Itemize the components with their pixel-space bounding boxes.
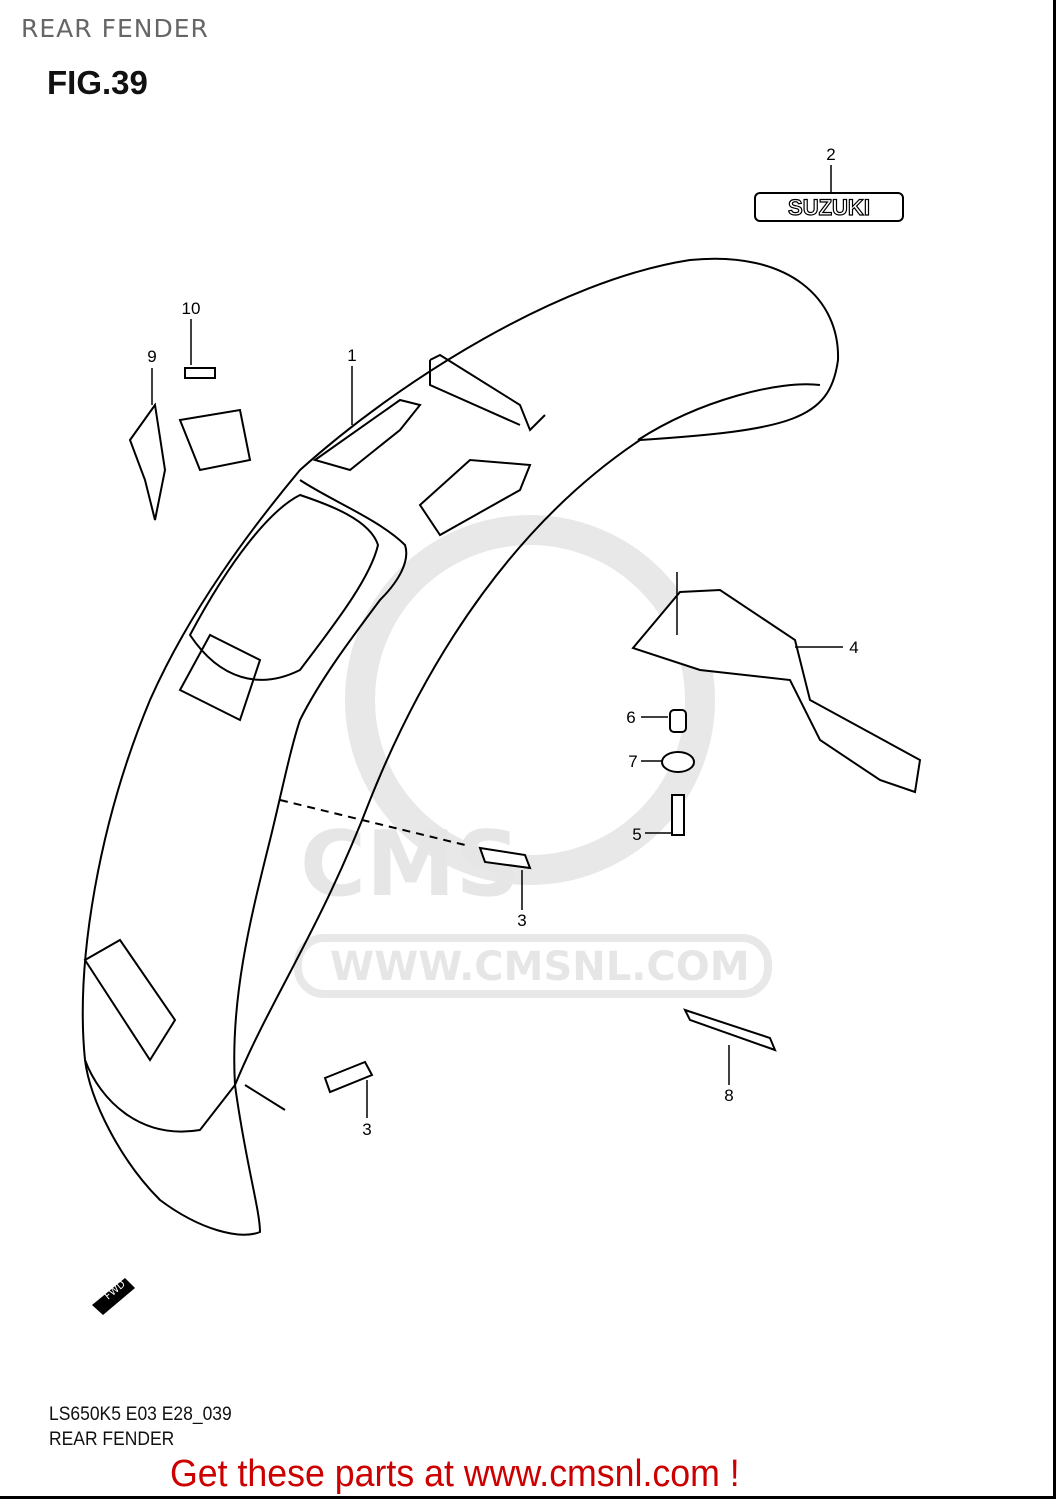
- promo-link[interactable]: Get these parts at www.cmsnl.com !: [170, 1453, 740, 1495]
- callout-1: 1: [347, 346, 356, 365]
- part-hardware: [128, 367, 777, 1094]
- callout-4: 4: [849, 638, 858, 657]
- watermark: CMS WWW.CMSNL.COM: [294, 515, 772, 998]
- page-title: REAR FENDER: [21, 14, 209, 43]
- callout-5: 5: [632, 825, 641, 844]
- part-bolt-3a: [478, 846, 532, 870]
- leader-lines: [151, 165, 843, 1118]
- emblem-text: SUZUKI: [788, 195, 870, 220]
- part-screw: [184, 367, 216, 379]
- part-spacer: [669, 709, 687, 733]
- part-bolt-5: [671, 794, 685, 836]
- callout-9: 9: [147, 347, 156, 366]
- callout-2: 2: [826, 145, 835, 164]
- part-strap: [683, 1008, 777, 1052]
- part-cushion: [661, 751, 695, 773]
- watermark-frame: [294, 934, 772, 998]
- part-bolt-3b: [323, 1060, 374, 1094]
- diagram-caption: REAR FENDER: [49, 1429, 175, 1450]
- part-bracket: [631, 588, 922, 794]
- watermark-ring: [345, 515, 715, 885]
- callout-3a: 3: [517, 911, 526, 930]
- rear-fender: [81, 257, 840, 1236]
- watermark-url: WWW.CMSNL.COM: [330, 944, 750, 990]
- callout-10: 10: [182, 299, 201, 318]
- part-key: [128, 402, 167, 521]
- figure-number: FIG.39: [47, 64, 148, 101]
- callout-3b: 3: [362, 1120, 371, 1139]
- part-lock: [178, 408, 252, 472]
- callout-7: 7: [628, 752, 637, 771]
- diagram-code: LS650K5 E03 E28_039: [49, 1404, 232, 1425]
- watermark-logo: CMS: [300, 812, 520, 917]
- fwd-arrow-icon: FWD: [92, 1278, 135, 1315]
- callout-8: 8: [724, 1086, 733, 1105]
- emblem: SUZUKI: [754, 192, 904, 222]
- callout-6: 6: [626, 708, 635, 727]
